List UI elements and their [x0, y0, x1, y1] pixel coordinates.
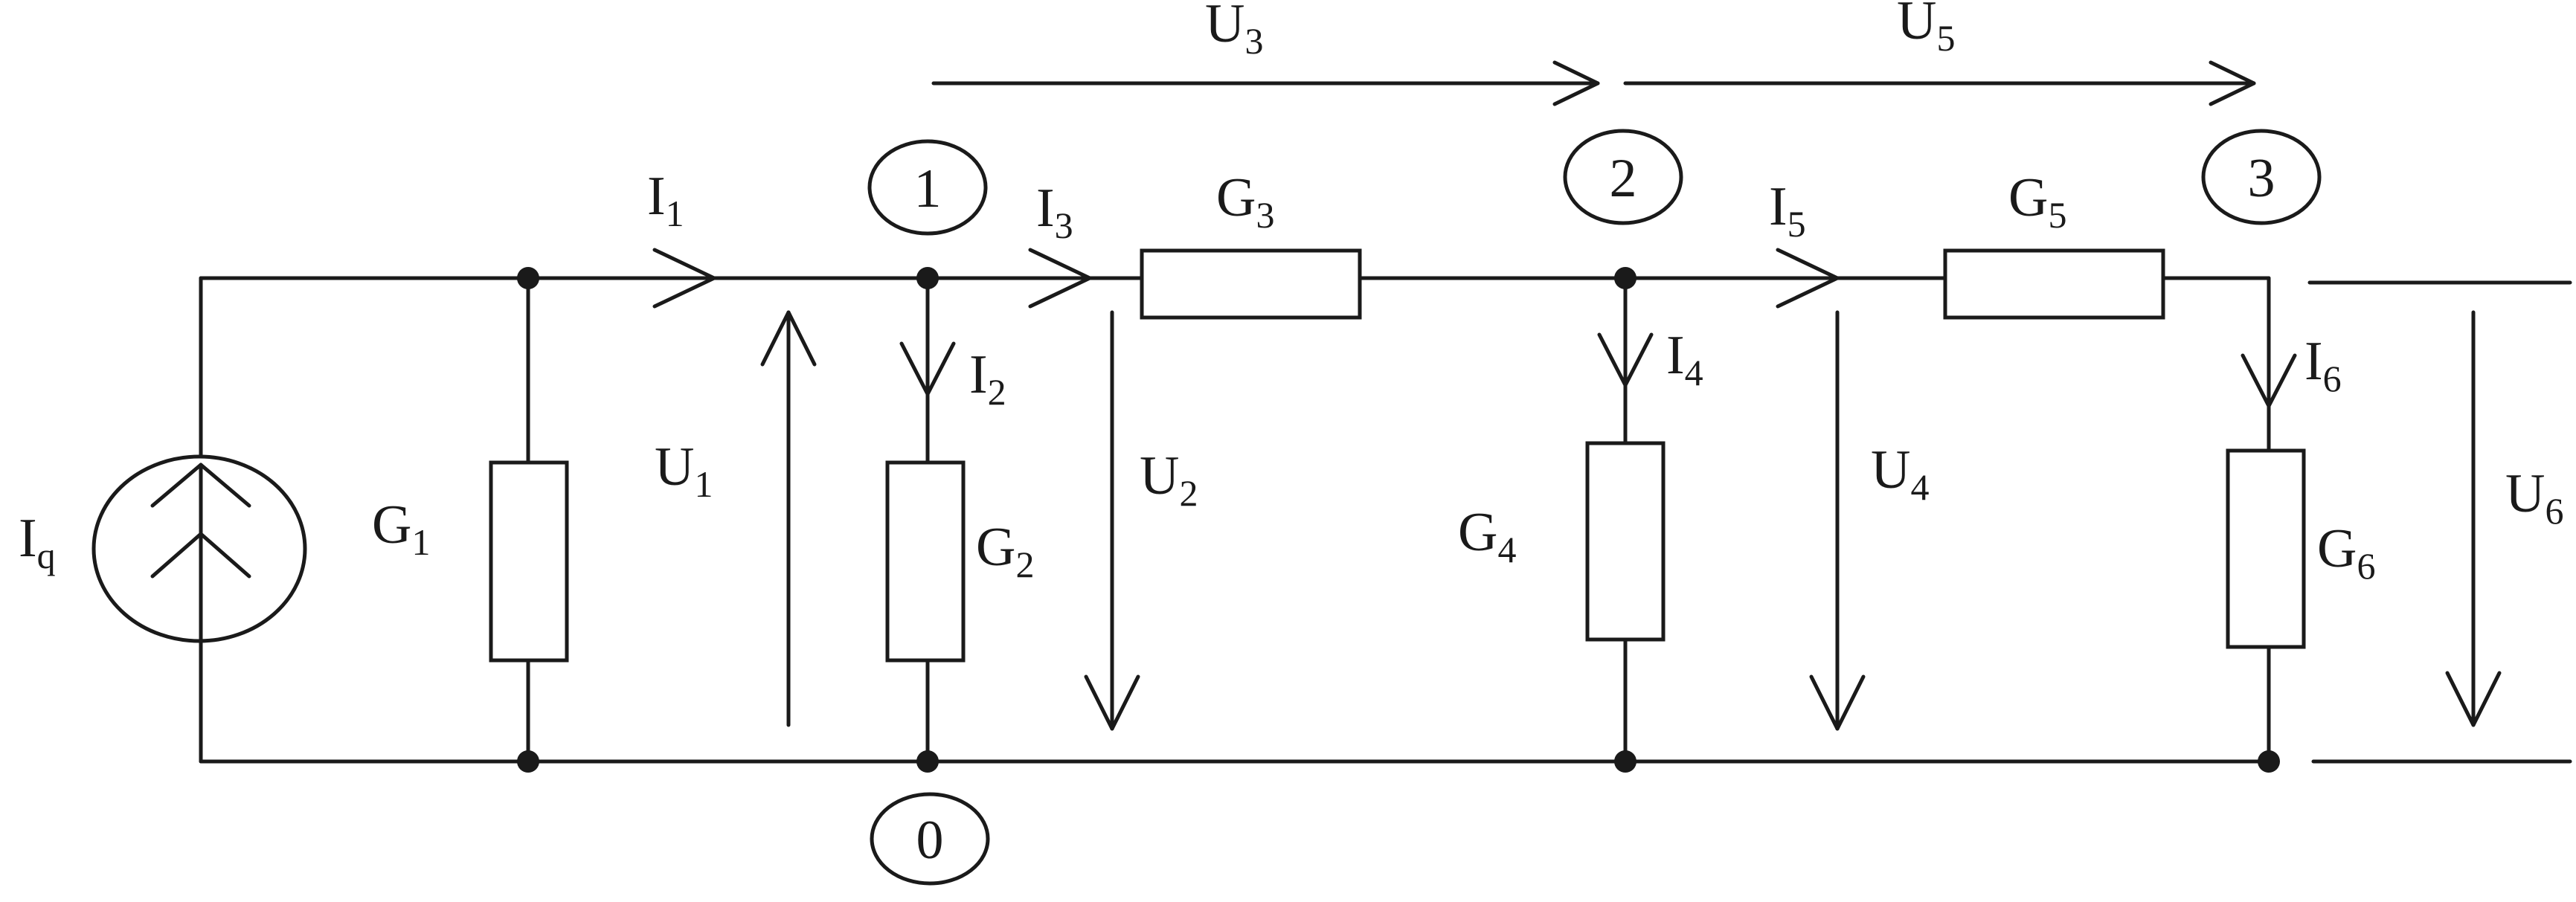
- label-g5: G5: [2008, 167, 2066, 236]
- junction-g1-top: [517, 267, 539, 289]
- junction-node-2: [1614, 267, 1637, 289]
- label-g1: G1: [372, 495, 430, 563]
- i1-arrowhead: [652, 248, 716, 309]
- u6-arrow: [2445, 310, 2502, 727]
- g3-resistor: [1140, 248, 1362, 320]
- g4-resistor: [1585, 441, 1666, 642]
- label-g6: G6: [2317, 518, 2375, 587]
- g2-resistor: [885, 460, 966, 663]
- g1-resistor: [489, 460, 569, 663]
- label-g2: G2: [976, 517, 1034, 585]
- node-0: 0: [870, 792, 990, 886]
- node-3-label: 3: [2248, 148, 2275, 209]
- components: [91, 248, 2306, 663]
- u2-arrow: [1084, 310, 1140, 731]
- i5-arrowhead: [1776, 248, 1840, 309]
- label-i5: I5: [1769, 176, 1806, 245]
- current-source: [91, 454, 307, 645]
- junction-g4-bottom: [1614, 750, 1637, 773]
- label-iq: Iq: [19, 508, 56, 576]
- junction-g1-bottom: [517, 750, 539, 773]
- i3-arrowhead: [1028, 248, 1092, 309]
- junction-node-1: [916, 267, 939, 289]
- label-i6: I6: [2304, 331, 2342, 399]
- u1-arrow: [760, 310, 817, 727]
- node-markers: 1 2 3 0: [867, 129, 2322, 886]
- label-u2: U2: [1140, 445, 1198, 514]
- node-2: 2: [1563, 129, 1683, 225]
- wires: [199, 276, 2572, 764]
- label-u4: U4: [1871, 439, 1929, 508]
- label-g3: G3: [1216, 167, 1274, 236]
- node-0-label: 0: [916, 810, 944, 871]
- junction-node-0: [916, 750, 939, 773]
- label-i1: I1: [647, 166, 684, 234]
- label-g4: G4: [1458, 502, 1516, 570]
- g6-resistor: [2226, 448, 2306, 649]
- label-u1: U1: [655, 436, 713, 505]
- u5-arrow: [1623, 60, 2256, 106]
- g5-resistor: [1943, 248, 2165, 320]
- node-1: 1: [867, 139, 988, 236]
- i4-arrowhead: [1597, 332, 1654, 387]
- junction-g6-bottom: [2258, 750, 2280, 773]
- label-u5: U5: [1897, 0, 1955, 59]
- i6-arrowhead: [2241, 353, 2297, 408]
- label-u6: U6: [2505, 463, 2563, 532]
- current-arrows: [652, 248, 2297, 408]
- label-i3: I3: [1036, 178, 1073, 246]
- node-3: 3: [2201, 129, 2322, 225]
- label-u3: U3: [1205, 0, 1263, 62]
- node-1-label: 1: [914, 158, 942, 219]
- node-2-label: 2: [1610, 148, 1637, 209]
- labels: Iq G1 G2 G3 G4 G5 G6 I1 I2 I3 I4 I5 I6 U…: [19, 0, 2563, 587]
- u4-arrow: [1809, 310, 1866, 731]
- junctions: [517, 267, 2280, 773]
- label-i2: I2: [969, 344, 1006, 413]
- u3-arrow: [931, 60, 1600, 106]
- label-i4: I4: [1666, 325, 1703, 393]
- i2-arrowhead: [899, 341, 956, 396]
- voltage-arrows: [760, 60, 2502, 731]
